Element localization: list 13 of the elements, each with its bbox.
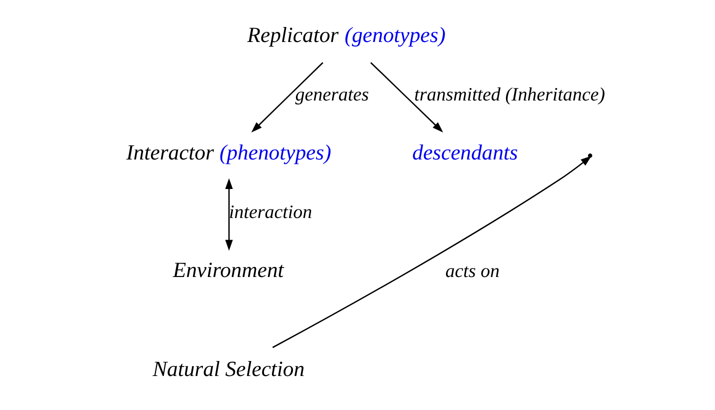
arrow [251, 62, 324, 132]
edge-label: transmitted (Inheritance) [414, 84, 606, 106]
edge-label: interaction [229, 202, 312, 224]
arrow [272, 156, 592, 348]
node-text: Interactor (phenotypes) [126, 140, 332, 164]
node-text: descendants [412, 140, 518, 164]
node-text: Replicator (genotypes) [247, 22, 446, 47]
arrow [225, 178, 233, 251]
node-text: Environment [172, 258, 284, 282]
node-text: Natural Selection [152, 356, 305, 381]
edge-label: acts on [445, 260, 500, 282]
arrow [370, 62, 444, 132]
edge-label: generates [295, 84, 369, 106]
